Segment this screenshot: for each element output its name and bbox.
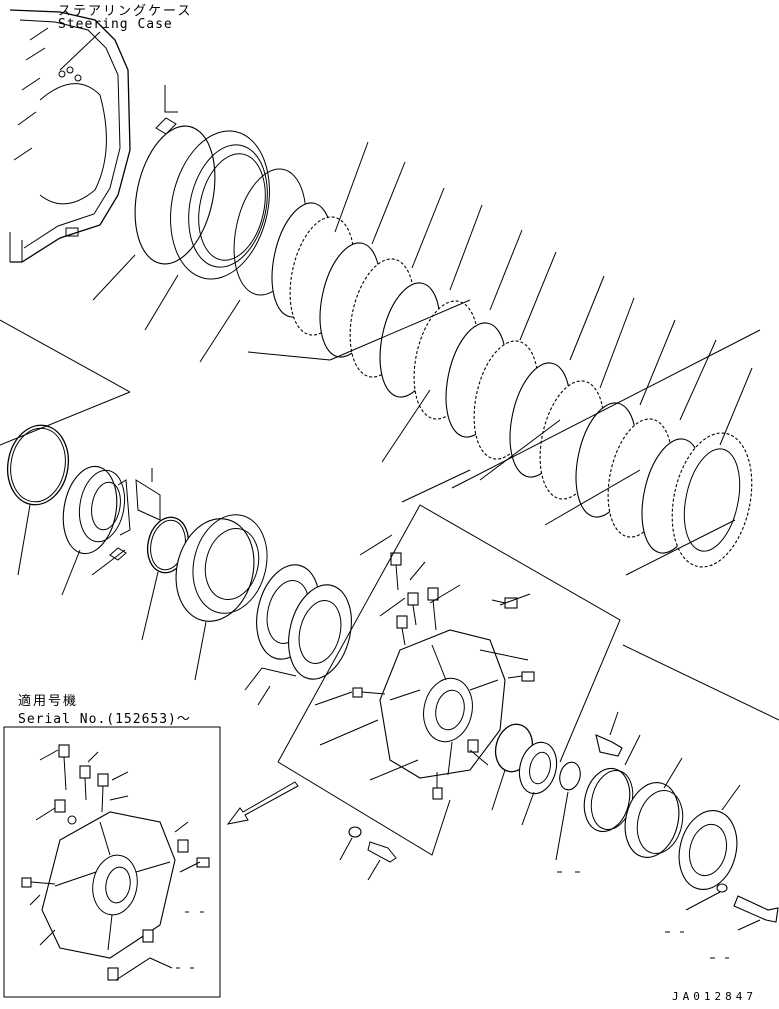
assembly-group-outline-lower <box>277 761 451 856</box>
cover-leader-lines <box>314 534 531 781</box>
steering-case <box>9 9 131 263</box>
small-bracket-part <box>135 468 161 521</box>
inset-frame <box>3 726 221 998</box>
seal-rings <box>494 723 581 795</box>
case-leader-line <box>59 31 101 71</box>
steering-case-label-jp: ステアリングケース <box>58 4 193 19</box>
steering-case-label-en: Steering Case <box>58 17 173 32</box>
o-ring-large <box>7 424 69 506</box>
brake-housing-top <box>134 125 307 296</box>
piston-plate <box>175 514 268 622</box>
shim-pair <box>256 564 352 680</box>
bearing-cup <box>624 757 684 858</box>
inset-cover-drawing <box>21 744 210 981</box>
assembly-group-outline <box>277 504 621 763</box>
washer-bolt-pair <box>339 826 397 881</box>
drawing-code: JA012847 <box>672 990 757 1003</box>
bolt-and-washer <box>685 883 779 931</box>
bracket-lines <box>0 299 779 721</box>
bearing-ring <box>583 734 641 833</box>
retainer-plate <box>678 784 741 890</box>
inset-serial-label: Serial No.(152653)～ <box>18 712 191 727</box>
disc-plate-stack <box>271 202 753 568</box>
hub-part <box>62 465 131 555</box>
dash-marks <box>176 871 729 969</box>
cover-bolts <box>352 552 535 800</box>
inset-applicable-label-jp: 適用号機 <box>18 694 79 709</box>
cover-housing <box>379 629 506 779</box>
stack-leader-lines <box>92 141 753 463</box>
bearing-bolt <box>595 711 623 757</box>
inset-arrow <box>226 781 299 825</box>
pin-part <box>155 85 178 135</box>
